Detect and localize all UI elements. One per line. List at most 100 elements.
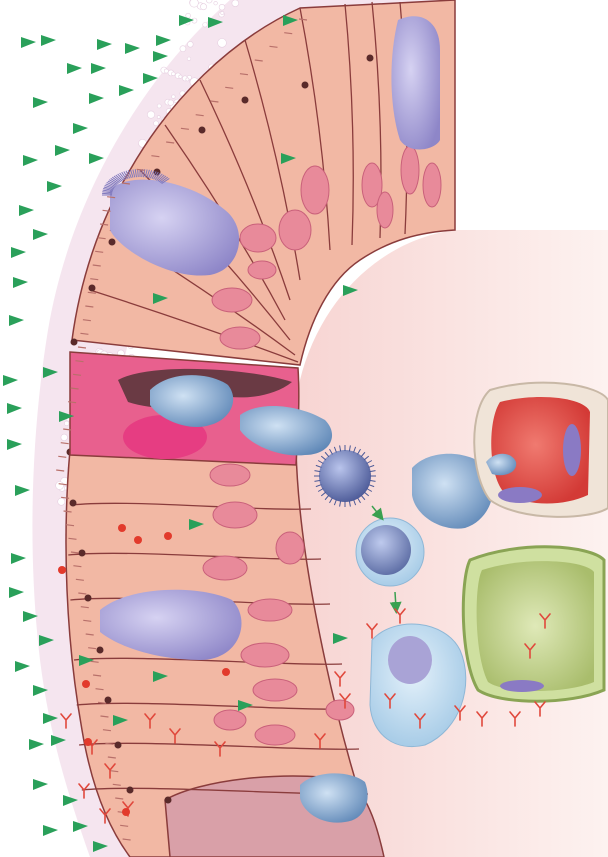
mucus-bubble (64, 421, 69, 426)
mucus-bubble (186, 78, 189, 81)
junction-dot (89, 285, 96, 292)
red-particle (84, 738, 92, 746)
goblet-villus (102, 193, 112, 194)
mucus-bubble (168, 100, 174, 106)
nucleus (255, 725, 295, 745)
mucus-bubble (221, 11, 224, 14)
antigen-icon (41, 35, 56, 46)
mucus-bubble (232, 0, 239, 7)
antigen-icon (156, 35, 171, 46)
antigen-icon (11, 553, 26, 564)
red-particle (222, 668, 230, 676)
nucleus (279, 210, 311, 250)
nucleus (241, 643, 289, 667)
mucus-bubble (180, 46, 186, 52)
antigen-icon (43, 825, 58, 836)
junction-dot (199, 127, 206, 134)
junction-dot (367, 55, 374, 62)
antigen-icon (7, 439, 22, 450)
antigen-icon (11, 247, 26, 258)
red-particle (118, 524, 126, 532)
mucus-bubble (157, 104, 161, 108)
nucleus (248, 599, 292, 621)
junction-dot (302, 82, 309, 89)
goblet-villus (138, 169, 139, 177)
junction-dot (105, 697, 112, 704)
mucus-bubble (192, 18, 197, 23)
mucus-bubble (157, 116, 160, 119)
junction-dot (109, 239, 116, 246)
junction-dot (97, 647, 104, 654)
antigen-icon (15, 661, 30, 672)
red-particle (134, 536, 142, 544)
antigen-icon (91, 63, 106, 74)
junction-dot (71, 339, 78, 346)
mucus-bubble (179, 75, 182, 78)
antigen-icon (9, 587, 24, 598)
antigen-icon (89, 93, 104, 104)
transport-arrow-2 (395, 592, 396, 608)
red-particle (82, 680, 90, 688)
antigen-icon (33, 97, 48, 108)
junction-dot (242, 97, 249, 104)
junction-dot (85, 595, 92, 602)
mucus-bubble (147, 111, 154, 118)
nucleus (213, 502, 257, 528)
junction-dot (127, 787, 134, 794)
mucus-bubble (190, 0, 199, 7)
junction-dot (70, 500, 77, 507)
antigen-icon (89, 153, 104, 164)
mucus-bubble (171, 72, 175, 76)
antigen-icon (153, 51, 168, 62)
goblet-cell-top (391, 16, 440, 149)
red-particle (164, 532, 172, 540)
mucus-bubble (61, 434, 68, 441)
antigen-icon (15, 485, 30, 496)
nucleus (326, 700, 354, 720)
lymphatic-nucleus (500, 680, 544, 692)
nucleus (240, 224, 276, 252)
nucleus (401, 146, 419, 194)
antigen-icon (33, 779, 48, 790)
lymphatic-lumen (477, 561, 594, 691)
antigen-icon (23, 155, 38, 166)
nucleus (253, 679, 297, 701)
mucus-bubble (58, 498, 65, 505)
b-cell-nucleus (361, 525, 411, 575)
mucus-bubble (214, 1, 218, 5)
antigen-icon (125, 43, 140, 54)
plasma-cell-nucleus (388, 636, 432, 684)
nucleus (210, 464, 250, 486)
mucus-bubble (187, 57, 191, 61)
nucleus (377, 192, 393, 228)
antigen-icon (29, 739, 44, 750)
mucus-bubble (206, 0, 212, 3)
antigen-icon (67, 63, 82, 74)
mucus-bubble (203, 23, 208, 28)
junction-dot (165, 797, 172, 804)
nucleus (220, 327, 260, 349)
antigen-icon (97, 39, 112, 50)
nucleus (248, 261, 276, 279)
endothelial-nucleus-2 (498, 487, 542, 503)
antigen-icon (19, 205, 34, 216)
mucus-bubble (172, 95, 176, 99)
mucus-bubble (218, 39, 227, 48)
nucleus (212, 288, 252, 312)
antigen-icon (21, 37, 36, 48)
mucus-bubble (219, 4, 225, 10)
nucleus (301, 166, 329, 214)
antigen-icon (3, 375, 18, 386)
antigen-icon (7, 403, 22, 414)
antigen-icon (47, 181, 62, 192)
mucus-bubble (186, 13, 191, 18)
antigen-icon (73, 123, 88, 134)
antigen-icon (13, 277, 28, 288)
antigen-icon (9, 315, 24, 326)
red-particle (58, 566, 66, 574)
red-particle (122, 808, 130, 816)
antigen-icon (119, 85, 134, 96)
antigen-icon (55, 145, 70, 156)
mucus-bubble (187, 41, 193, 47)
